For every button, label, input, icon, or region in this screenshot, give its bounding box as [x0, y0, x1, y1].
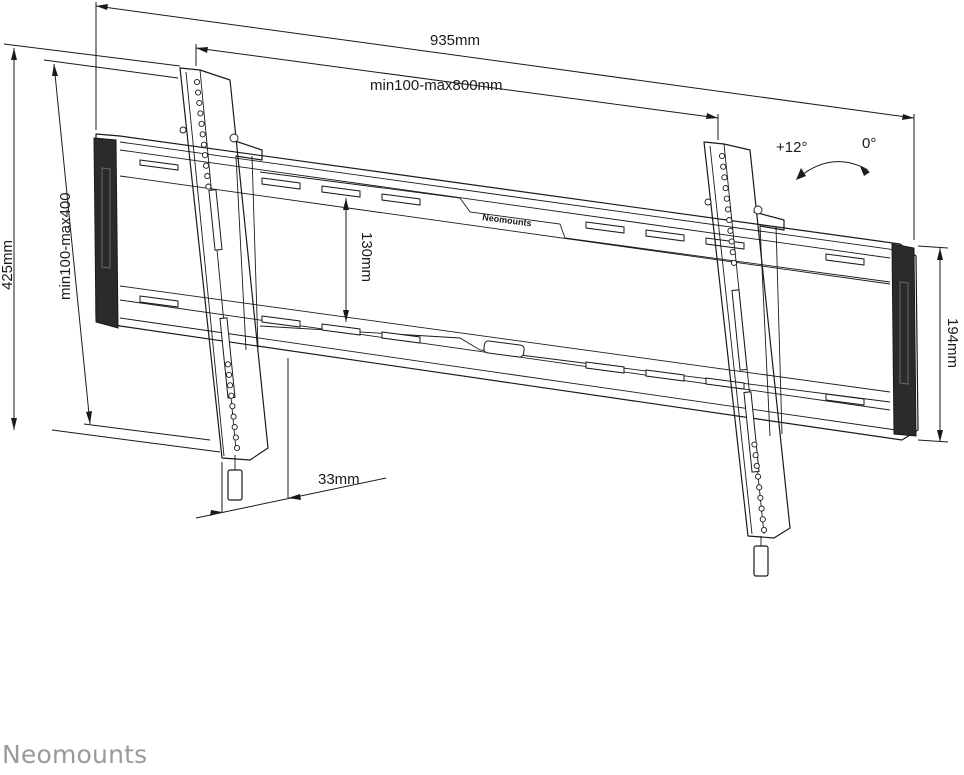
- tilt-indicator: +12° 0°: [776, 135, 876, 180]
- bracket-hole: [225, 371, 233, 378]
- bracket-hole: [758, 505, 765, 512]
- left-tv-bracket: [179, 67, 269, 501]
- bracket-hole: [201, 152, 209, 159]
- bracket-hole: [233, 444, 241, 452]
- bracket-hole: [759, 516, 766, 523]
- bracket-hole: [195, 89, 202, 96]
- right-tv-bracket: [703, 141, 791, 577]
- wall-plate: [95, 133, 919, 441]
- bracket-hole: [230, 413, 237, 420]
- bracket-hole: [232, 434, 239, 441]
- vesa-vertical-label: min100-max400: [57, 192, 74, 300]
- bracket-hole: [753, 462, 760, 469]
- wall-distance-label: 33mm: [318, 471, 360, 488]
- bracket-hole: [228, 392, 235, 399]
- right-bracket-holes: [718, 152, 768, 534]
- dimension-vesa-vertical: min100-max400: [43, 59, 221, 453]
- dimension-overall-height: 425mm: [0, 43, 181, 430]
- bracket-hole: [193, 78, 201, 86]
- bracket-hole: [198, 120, 205, 127]
- bracket-hole: [722, 185, 729, 192]
- rail-spacing-label: 130mm: [358, 232, 375, 282]
- right-end-pad: [891, 243, 917, 437]
- bracket-hole: [721, 174, 728, 181]
- dimension-plate-height: 194mm: [917, 245, 961, 443]
- vesa-horizontal-label: min100-max800mm: [370, 77, 503, 94]
- plate-height-label: 194mm: [944, 318, 961, 368]
- bracket-hole: [231, 424, 238, 431]
- left-bracket-holes: [193, 78, 241, 452]
- plate-logo-text: Neomounts: [482, 212, 532, 228]
- bracket-hole: [204, 173, 211, 180]
- bracket-hole: [727, 227, 734, 234]
- bracket-hole: [199, 131, 206, 138]
- tilt-forward-label: +12°: [776, 139, 807, 156]
- bracket-hole: [757, 494, 764, 501]
- brand-logo: Neomounts: [2, 740, 148, 769]
- dimension-overall-width: 935mm: [95, 2, 915, 240]
- bracket-hole: [723, 195, 730, 202]
- bracket-hole: [718, 152, 726, 160]
- bracket-hole: [224, 361, 231, 368]
- tilt-neutral-label: 0°: [862, 135, 876, 152]
- bracket-hole: [724, 206, 732, 213]
- bottom-rail-slots: [139, 295, 865, 406]
- bracket-hole: [756, 484, 763, 491]
- bracket-hole: [728, 238, 735, 245]
- bracket-hole: [197, 110, 204, 117]
- bracket-hole: [752, 452, 759, 459]
- dimension-rail-spacing: 130mm: [343, 198, 375, 322]
- left-end-pad: [93, 137, 119, 329]
- bracket-hole: [196, 99, 203, 106]
- bracket-hole: [760, 526, 768, 534]
- bracket-hole: [720, 163, 727, 170]
- bracket-hole: [205, 183, 212, 190]
- bracket-hole: [726, 217, 733, 224]
- bracket-hole: [754, 473, 762, 480]
- dimension-wall-distance: 33mm: [195, 358, 387, 519]
- overall-height-label: 425mm: [0, 240, 16, 290]
- bracket-hole: [200, 141, 207, 148]
- bracket-hole: [203, 162, 210, 169]
- overall-width-label: 935mm: [430, 32, 480, 49]
- bracket-hole: [730, 259, 738, 266]
- bracket-hole: [229, 403, 236, 410]
- bracket-hole: [227, 382, 234, 389]
- bracket-hole: [751, 441, 758, 448]
- bracket-hole: [729, 249, 736, 256]
- dimension-vesa-horizontal: min100-max800mm: [195, 44, 719, 140]
